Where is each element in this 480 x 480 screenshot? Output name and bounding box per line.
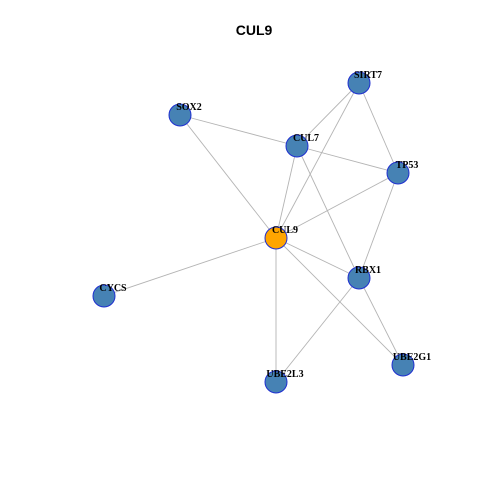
node-circle-ube2l3 <box>264 370 288 394</box>
edge-layer <box>103 82 404 383</box>
node-circle-cycs <box>92 284 116 308</box>
node-label-tp53: TP53 <box>396 160 419 171</box>
node-ube2l3: UBE2L3 <box>264 369 304 394</box>
edge-rbx1-ube2g1 <box>358 277 404 366</box>
node-ube2g1: UBE2G1 <box>391 352 431 377</box>
node-label-sirt7: SIRT7 <box>354 70 382 81</box>
node-label-rbx1: RBX1 <box>355 265 381 276</box>
node-sirt7: SIRT7 <box>347 70 382 95</box>
edge-cul9-ube2g1 <box>275 237 404 366</box>
node-circle-cul7 <box>285 134 309 158</box>
figure-title: CUL9 <box>236 22 273 38</box>
node-circle-rbx1 <box>347 266 371 290</box>
node-circle-sox2 <box>168 103 192 127</box>
node-circle-sirt7 <box>347 71 371 95</box>
edge-sox2-cul7 <box>179 114 298 147</box>
edge-sirt7-tp53 <box>358 82 399 174</box>
node-circle-ube2g1 <box>391 353 415 377</box>
edge-cul9-cycs <box>103 237 277 297</box>
node-sox2: SOX2 <box>168 102 202 127</box>
node-circle-tp53 <box>386 161 410 185</box>
edge-cul7-cul9 <box>275 145 298 239</box>
node-cul9: CUL9 <box>264 225 298 250</box>
node-rbx1: RBX1 <box>347 265 381 290</box>
edge-rbx1-ube2l3 <box>275 277 360 383</box>
edge-cul7-tp53 <box>296 145 399 174</box>
edge-cul9-rbx1 <box>275 237 360 279</box>
node-circle-cul9 <box>264 226 288 250</box>
node-label-ube2g1: UBE2G1 <box>393 352 431 363</box>
edge-sirt7-cul9 <box>275 82 360 239</box>
node-label-cul9: CUL9 <box>272 225 298 236</box>
node-cul7: CUL7 <box>285 133 319 158</box>
edge-tp53-rbx1 <box>358 172 399 279</box>
node-label-sox2: SOX2 <box>176 102 202 113</box>
node-label-ube2l3: UBE2L3 <box>266 369 303 380</box>
edge-sox2-cul9 <box>179 114 277 239</box>
node-label-cul7: CUL7 <box>293 133 319 144</box>
edge-cul7-rbx1 <box>296 145 360 279</box>
edge-tp53-cul9 <box>275 172 399 239</box>
edge-sirt7-cul7 <box>296 82 360 147</box>
node-tp53: TP53 <box>386 160 419 185</box>
node-label-cycs: CYCS <box>99 283 127 294</box>
node-cycs: CYCS <box>92 283 127 308</box>
